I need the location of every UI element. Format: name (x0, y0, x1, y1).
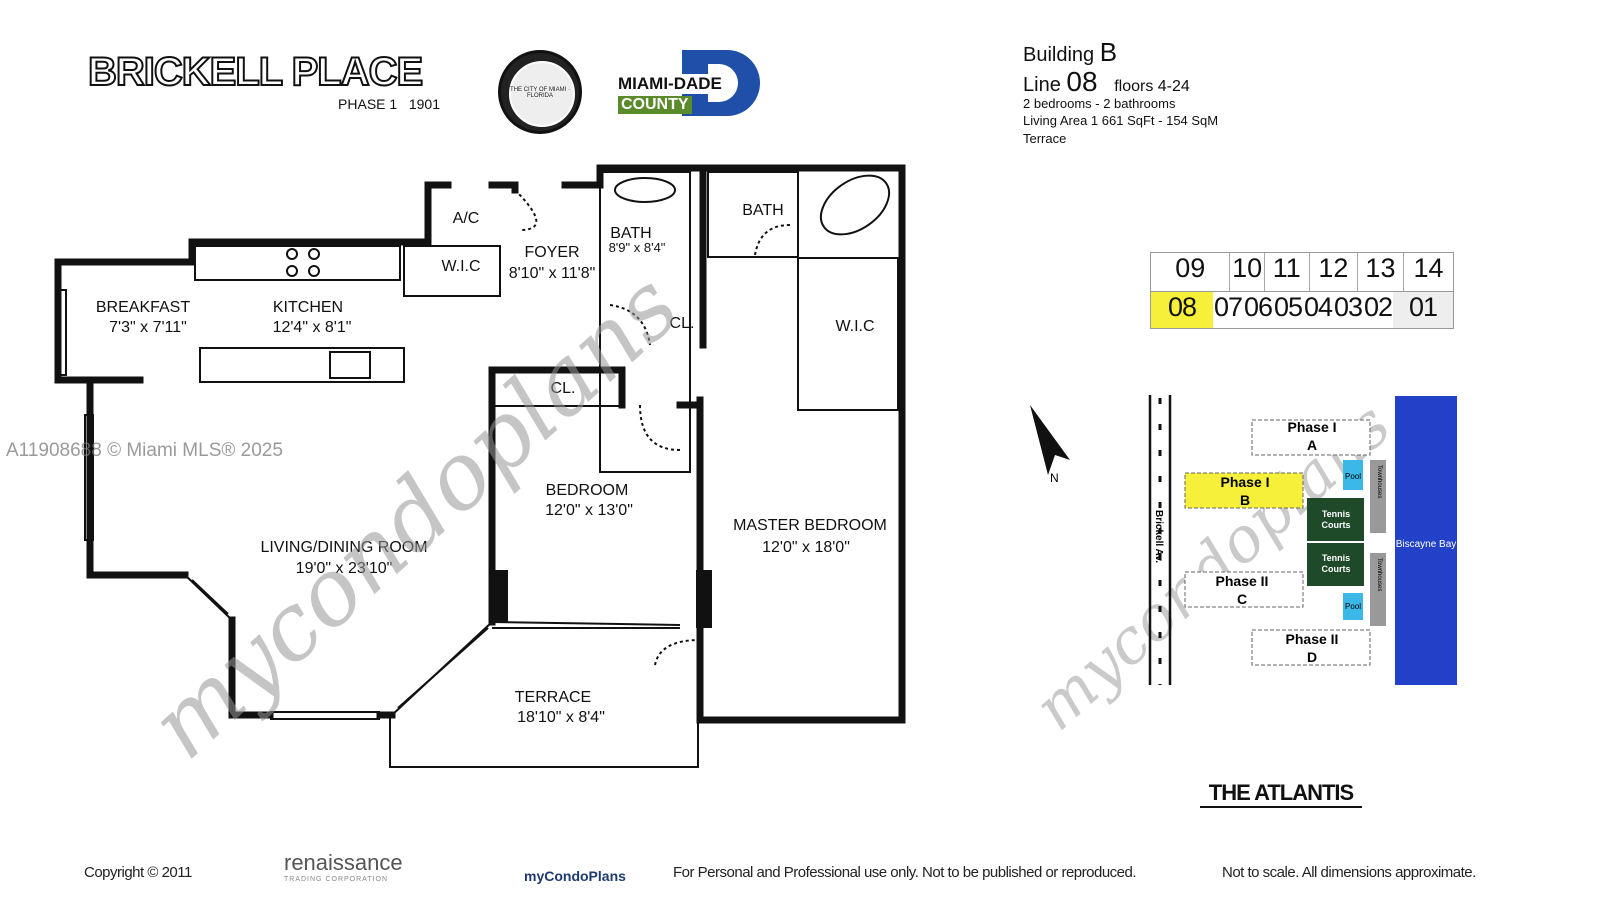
room-bath-1-dims: 8'9" x 8'4" (609, 240, 666, 255)
county-logo-bottom: COUNTY (618, 96, 692, 114)
room-closet-2: CL. (551, 380, 576, 397)
floor-plan: BREAKFAST 7'3" x 7'11" KITCHEN 12'4" x 8… (54, 164, 906, 768)
unit-info: Building B Line 08 floors 4-24 2 bedroom… (1023, 38, 1218, 146)
room-bedroom-dims: 12'0" x 13'0" (545, 502, 633, 519)
building-phase-1-b (1184, 472, 1304, 509)
room-bath-2: BATH (742, 202, 783, 219)
room-bedroom: BEDROOM (546, 482, 629, 499)
building-phase-2-d (1251, 629, 1371, 666)
room-kitchen: KITCHEN (273, 299, 343, 316)
bay-label: Biscayne Bay (1396, 539, 1457, 550)
unit-09: 09 (1151, 253, 1231, 291)
phase-label: PHASE 1 (338, 96, 398, 112)
tennis-1-line2: Courts (1322, 520, 1351, 530)
unit-12: 12 (1310, 253, 1358, 291)
brickell-place-logo: BRICKELL PLACE PHASE 1 1901 (87, 50, 448, 112)
unit-06: 06 (1243, 292, 1273, 322)
interior-lines (57, 171, 899, 768)
unit-05: 05 (1273, 292, 1303, 322)
room-bath-1: BATH (610, 225, 651, 242)
site-plan: N Brickell Av. Biscayne Bay Phase I A Ph… (1030, 395, 1457, 685)
street-label: Brickell Av. (1153, 510, 1164, 563)
building-b-line1: Phase I (1220, 474, 1269, 490)
townhouses-1 (1370, 460, 1386, 533)
miami-dade-county-logo: MIAMI-DADE COUNTY (618, 50, 760, 116)
room-living-dining: LIVING/DINING ROOM (260, 539, 427, 556)
unit-02: 02 (1363, 292, 1393, 322)
unit-13: 13 (1358, 253, 1404, 291)
room-foyer: FOYER (524, 244, 579, 261)
unit-10: 10 (1230, 253, 1265, 291)
terrace-note: Terrace (1023, 130, 1067, 146)
townhouses-1-label: Townhouses (1376, 465, 1382, 498)
line-value: 08 (1066, 65, 1098, 97)
renaissance-logo-sub: TRADING CORPORATION (284, 876, 389, 883)
unit-08: 08 (1151, 292, 1213, 328)
usage-note: For Personal and Professional use only. … (673, 864, 1137, 881)
pool-2 (1343, 593, 1363, 620)
room-ac: A/C (453, 210, 480, 227)
room-breakfast: BREAKFAST (96, 299, 190, 316)
room-foyer-dims: 8'10" x 11'8" (509, 265, 596, 282)
room-master-bedroom-dims: 12'0" x 18'0" (762, 539, 850, 556)
biscayne-bay (1395, 396, 1457, 685)
room-wic-1: W.I.C (441, 258, 480, 275)
unit-11: 11 (1265, 253, 1310, 291)
building-d-line2: D (1307, 649, 1317, 665)
county-logo-top: MIAMI-DADE (618, 74, 724, 94)
seal-text: THE CITY OF MIAMI · FLORIDA (510, 87, 570, 99)
unit-03: 03 (1333, 292, 1363, 322)
townhouses-2 (1370, 553, 1386, 626)
north-label: N (1050, 471, 1059, 485)
building-value: B (1099, 37, 1118, 67)
building-phase-1-a (1251, 419, 1371, 456)
unit-14: 14 (1413, 253, 1444, 283)
building-c-line1: Phase II (1216, 573, 1269, 589)
room-terrace-dims: 18'10" x 8'4" (517, 709, 605, 726)
room-living-dining-dims: 19'0" x 23'10" (296, 560, 393, 577)
floors: floors 4-24 (1114, 77, 1190, 95)
north-arrow-icon (1030, 405, 1070, 475)
room-terrace: TERRACE (515, 689, 591, 706)
unit-04: 04 (1303, 292, 1333, 322)
pool-1 (1343, 460, 1363, 490)
room-wic-2: W.I.C (835, 318, 874, 335)
renaissance-logo: renaissance TRADING CORPORATION (272, 850, 403, 883)
building-a-line1: Phase I (1287, 419, 1336, 435)
tennis-2-line2: Courts (1322, 564, 1351, 574)
city-of-miami-seal: THE CITY OF MIAMI · FLORIDA (498, 50, 582, 134)
atlantis-logo: THE ATLANTIS (1200, 780, 1362, 808)
renaissance-logo-text: renaissance (284, 850, 403, 875)
tennis-1-line1: Tennis (1322, 509, 1350, 519)
townhouses-2-label: Townhouses (1376, 558, 1382, 591)
living-area: Living Area 1 661 SqFt - 154 SqM (1023, 112, 1219, 128)
building-phase-2-c (1184, 571, 1304, 608)
room-master-bedroom: MASTER BEDROOM (733, 517, 887, 534)
rooms-summary: 2 bedrooms - 2 bathrooms (1023, 96, 1176, 112)
mls-watermark: A11908688 © Miami MLS® 2025 (6, 440, 283, 461)
building-d-line1: Phase II (1286, 631, 1339, 647)
building-c-line2: C (1237, 591, 1247, 607)
building-label: Building (1023, 44, 1095, 66)
key-plan: 09 10 11 12 13 14 08 07 06 05 04 03 02 0… (1150, 252, 1454, 336)
building-b-line2: B (1240, 492, 1250, 508)
line-label: Line (1023, 73, 1061, 96)
tennis-courts-2 (1307, 543, 1364, 586)
scale-note: Not to scale. All dimensions approximate… (1222, 864, 1476, 881)
pool-1-label: Pool (1345, 472, 1361, 481)
mycondoplans-logo: myCondoPlans (524, 868, 626, 884)
room-breakfast-dims: 7'3" x 7'11" (109, 319, 187, 336)
tennis-courts-1 (1307, 498, 1364, 541)
pool-2-label: Pool (1345, 602, 1361, 611)
room-kitchen-dims: 12'4" x 8'1" (273, 319, 352, 336)
building-a-line2: A (1307, 437, 1317, 453)
room-labels: BREAKFAST 7'3" x 7'11" KITCHEN 12'4" x 8… (96, 202, 887, 726)
unit-01: 01 (1393, 292, 1453, 328)
copyright: Copyright © 2011 (84, 864, 192, 881)
unit-07: 07 (1213, 292, 1243, 322)
tennis-2-line1: Tennis (1322, 553, 1350, 563)
logo-text: BRICKELL PLACE (87, 50, 424, 94)
room-closet-1: CL. (670, 315, 695, 332)
address-number: 1901 (408, 96, 440, 112)
